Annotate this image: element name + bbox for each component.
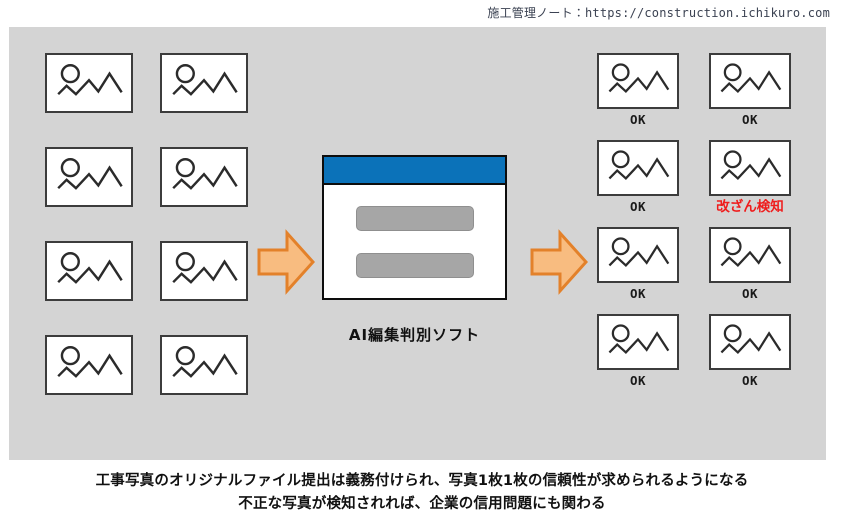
photo-icon	[160, 147, 248, 207]
summary-caption: 工事写真のオリジナルファイル提出は義務付けられ、写真1枚1枚の信頼性が求められる…	[0, 470, 844, 516]
software-field-bar-1[interactable]	[355, 205, 474, 231]
status-badge-ok: OK	[629, 286, 647, 301]
judged-photos-grid: OK OK OK 改ざん検知 OK OK OK OK	[597, 53, 797, 391]
diagram-frame: AI編集判別ソフト OK OK OK 改ざん検知 OK OK OK OK	[9, 27, 826, 460]
status-badge-ok: OK	[741, 112, 759, 127]
status-badge-ok: OK	[741, 373, 759, 388]
arrow-in	[257, 229, 316, 300]
photo-cell[interactable]: OK	[597, 227, 679, 304]
photo-icon	[709, 314, 791, 370]
photo-cell[interactable]	[160, 241, 248, 301]
caption-line-1: 工事写真のオリジナルファイル提出は義務付けられ、写真1枚1枚の信頼性が求められる…	[95, 473, 749, 489]
photo-icon	[45, 147, 133, 207]
photo-icon	[160, 53, 248, 113]
right-arrow-icon	[530, 229, 589, 295]
original-photos-grid	[45, 53, 255, 395]
photo-cell[interactable]: OK	[709, 53, 791, 130]
photo-icon	[597, 53, 679, 109]
photo-cell[interactable]	[45, 335, 133, 395]
right-arrow-icon	[257, 229, 316, 295]
photo-icon	[597, 227, 679, 283]
status-badge-ok: OK	[629, 112, 647, 127]
source-url-label: 施工管理ノート：https://construction.ichikuro.co…	[487, 5, 830, 20]
software-body	[324, 185, 505, 298]
photo-cell[interactable]	[45, 147, 133, 207]
page-header: 施工管理ノート：https://construction.ichikuro.co…	[0, 0, 844, 24]
photo-icon	[597, 140, 679, 196]
photo-icon	[160, 241, 248, 301]
status-badge-alert: 改ざん検知	[716, 199, 784, 215]
photo-cell[interactable]: OK	[709, 314, 791, 391]
photo-icon	[709, 53, 791, 109]
photo-icon	[709, 140, 791, 196]
software-field-bar-2[interactable]	[355, 252, 474, 278]
caption-line-2: 不正な写真が検知されれば、企業の信用問題にも関わる	[238, 496, 606, 512]
photo-icon	[597, 314, 679, 370]
photo-cell[interactable]: OK	[597, 140, 679, 217]
software-titlebar	[324, 157, 505, 185]
photo-cell[interactable]	[160, 53, 248, 113]
photo-icon	[160, 335, 248, 395]
ai-software-window[interactable]	[322, 155, 507, 300]
photo-cell[interactable]	[45, 53, 133, 113]
status-badge-ok: OK	[629, 199, 647, 214]
arrow-out	[530, 229, 589, 300]
photo-cell[interactable]: OK	[597, 53, 679, 130]
photo-cell[interactable]: 改ざん検知	[709, 140, 791, 217]
photo-cell[interactable]	[45, 241, 133, 301]
photo-icon	[709, 227, 791, 283]
status-badge-ok: OK	[741, 286, 759, 301]
software-caption: AI編集判別ソフト	[348, 326, 481, 344]
photo-icon	[45, 53, 133, 113]
photo-cell[interactable]: OK	[597, 314, 679, 391]
photo-cell[interactable]: OK	[709, 227, 791, 304]
photo-icon	[45, 335, 133, 395]
photo-icon	[45, 241, 133, 301]
photo-cell[interactable]	[160, 147, 248, 207]
status-badge-ok: OK	[629, 373, 647, 388]
photo-cell[interactable]	[160, 335, 248, 395]
